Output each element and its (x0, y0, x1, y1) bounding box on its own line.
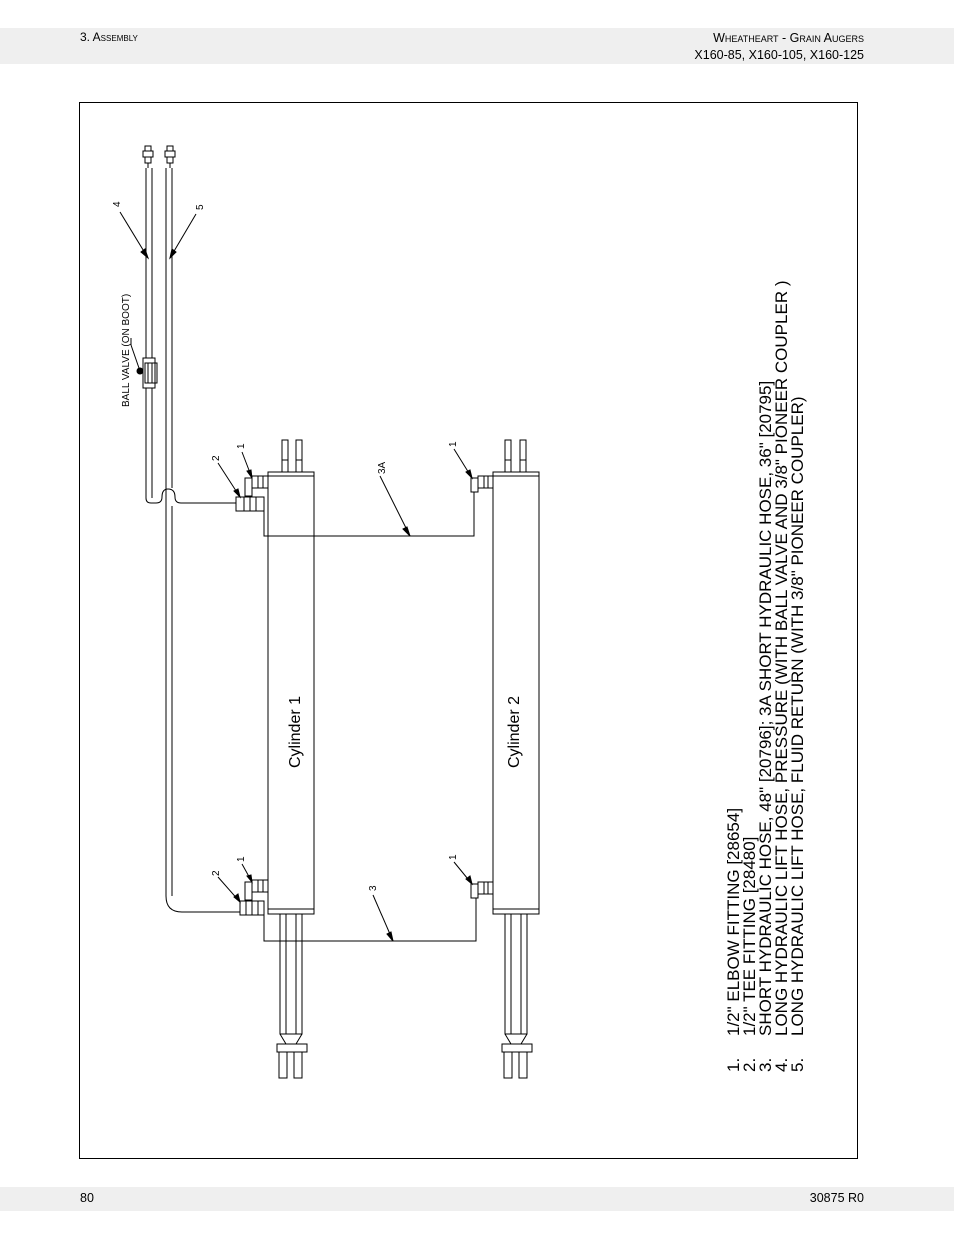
legend-num-5: 5. (788, 1058, 807, 1072)
legend-text-2: 1/2" TEE FITTING [28480] (740, 837, 759, 1036)
page-header: 3. Assembly Wheatheart - Grain Augers X1… (0, 28, 954, 64)
callout-1-top: 1 (236, 443, 247, 449)
cyl2-bot-elbow (470, 881, 494, 899)
callout-2-top: 2 (211, 455, 222, 461)
legend-num-4: 4. (772, 1058, 791, 1072)
cylinder-1-label: Cylinder 1 (287, 696, 304, 768)
section-title: 3. Assembly (80, 30, 138, 44)
cylinder-2 (492, 439, 540, 1079)
page-footer: 80 30875 R0 (0, 1187, 954, 1211)
callout-2-bottom: 2 (211, 870, 222, 876)
legend-text-4: LONG HYDRAULIC LIFT HOSE, PRESSURE (WITH… (772, 281, 791, 1036)
legend-text-5: LONG HYDRAULIC LIFT HOSE, FLUID RETURN (… (788, 396, 807, 1036)
cylinder-2-label: Cylinder 2 (506, 696, 523, 768)
ball-valve-label: BALL VALVE (ON BOOT) (121, 294, 132, 407)
cyl1-top-elbow (244, 475, 269, 497)
cyl1-top-tee (235, 496, 265, 536)
document-title: Wheatheart - Grain Augers X160-85, X160-… (694, 30, 864, 64)
cylinder-1 (267, 439, 315, 1079)
legend-num-3: 3. (756, 1058, 775, 1072)
legend-num-2: 2. (740, 1058, 759, 1072)
hose-3a (263, 492, 475, 537)
title-line-2: X160-85, X160-105, X160-125 (694, 48, 864, 62)
cyl1-bot-elbow (244, 879, 269, 901)
hose-3 (263, 898, 477, 942)
hose-5 (165, 168, 240, 913)
title-line-1: Wheatheart - Grain Augers (713, 31, 864, 45)
hose-4-inner (151, 388, 153, 498)
callout-3a: 3A (377, 461, 388, 474)
ball-valve (130, 338, 158, 389)
cyl1-bot-tee (239, 900, 265, 916)
hose-4 (145, 168, 236, 504)
diagram-frame (79, 102, 858, 1159)
legend-num-1: 1. (724, 1058, 743, 1072)
callout-4: 4 (112, 201, 123, 207)
callout-1-cyl2-bottom: 1 (448, 854, 459, 860)
callout-3: 3 (368, 885, 379, 891)
callout-1-bottom: 1 (236, 856, 247, 862)
legend-text-1: 1/2" ELBOW FITTING [28654] (724, 808, 743, 1036)
callout-1-cyl2-top: 1 (448, 441, 459, 447)
legend-text-3: SHORT HYDRAULIC HOSE, 48" [20796]; 3A SH… (756, 381, 775, 1036)
page-number: 80 (80, 1191, 94, 1205)
cyl2-top-elbow (470, 475, 494, 493)
coupler-top-left (142, 145, 154, 168)
coupler-top-right (164, 145, 176, 168)
parts-legend: 1. 1/2" ELBOW FITTING [28654] 2. 1/2" TE… (724, 281, 807, 1072)
document-number: 30875 R0 (809, 1191, 864, 1205)
callout-5: 5 (195, 204, 206, 210)
